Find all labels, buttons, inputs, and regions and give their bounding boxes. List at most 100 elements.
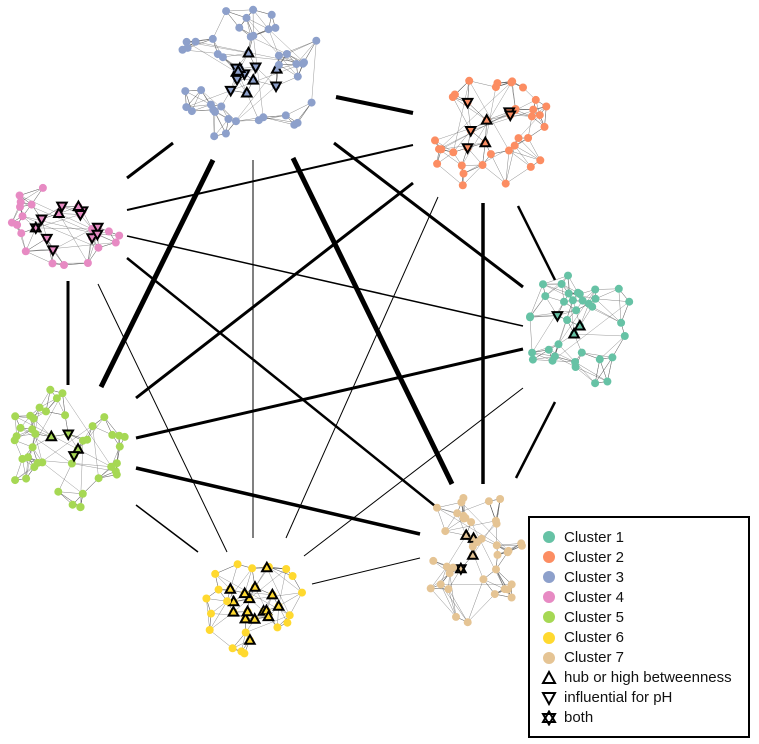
node — [453, 509, 462, 518]
node — [479, 575, 488, 584]
intra-edge — [453, 130, 471, 153]
intra-edge — [235, 85, 277, 122]
influential-marker — [67, 451, 81, 463]
intra-edge — [529, 295, 546, 317]
node — [526, 312, 535, 321]
intra-edge — [558, 289, 596, 345]
node — [298, 588, 306, 597]
influential-marker — [461, 97, 475, 110]
influential-marker — [85, 233, 99, 245]
legend-item-cluster-4-label: Cluster 4 — [564, 588, 625, 606]
intra-edge — [531, 301, 565, 353]
node — [426, 584, 435, 593]
hub-marker — [260, 560, 274, 573]
node — [557, 280, 566, 288]
node — [517, 541, 526, 550]
intra-edge — [595, 298, 622, 323]
intra-edge — [518, 114, 540, 139]
node — [60, 261, 68, 269]
hub-marker — [71, 199, 85, 212]
node — [292, 60, 301, 68]
node — [468, 542, 477, 551]
intra-edge — [226, 568, 253, 602]
node — [307, 98, 316, 107]
intra-edge — [115, 446, 121, 472]
intra-edge — [278, 568, 287, 607]
node — [431, 136, 439, 145]
intra-edge — [574, 333, 625, 337]
node — [507, 593, 516, 602]
node — [577, 348, 586, 357]
intra-edge — [186, 63, 303, 108]
legend-item-cluster-4: Cluster 4 — [540, 587, 748, 607]
intra-edge — [311, 40, 317, 103]
node — [54, 487, 63, 496]
cluster-nodes — [10, 385, 129, 512]
intra-edge — [527, 137, 541, 161]
node — [429, 556, 438, 565]
hub-marker — [478, 135, 492, 148]
node — [11, 412, 20, 421]
hub-marker — [248, 612, 262, 624]
node — [503, 548, 512, 557]
node — [15, 191, 24, 200]
intra-edge — [246, 17, 298, 77]
intra-edge — [508, 150, 531, 168]
cluster-6 — [202, 560, 306, 658]
intra-edge — [575, 366, 608, 382]
node — [542, 102, 551, 111]
intra-edge — [467, 593, 495, 623]
node — [564, 289, 573, 298]
inter-cluster-edge — [135, 347, 524, 440]
node — [560, 297, 568, 306]
node — [111, 238, 120, 247]
legend-item-cluster-1: Cluster 1 — [540, 527, 748, 547]
node — [478, 161, 487, 169]
intra-edge — [505, 166, 531, 184]
node — [48, 259, 57, 268]
intra-edge — [209, 601, 228, 631]
intra-edge — [607, 357, 613, 382]
intra-edge — [32, 393, 63, 448]
hub-marker — [459, 528, 473, 540]
intra-edge — [266, 567, 290, 616]
node — [529, 105, 538, 114]
intra-edge — [542, 275, 569, 285]
node — [519, 83, 527, 92]
intra-edge — [289, 592, 303, 616]
node — [293, 72, 302, 81]
influential-marker — [224, 85, 238, 98]
intra-edge — [462, 164, 483, 186]
intra-edge — [20, 427, 73, 464]
node — [38, 458, 47, 467]
node — [571, 358, 580, 366]
node — [563, 316, 572, 324]
node — [27, 200, 36, 209]
node — [536, 156, 545, 165]
influential-marker — [269, 81, 283, 94]
node — [29, 414, 38, 423]
node — [259, 113, 268, 122]
intra-edge — [505, 145, 515, 184]
inter-cluster-edge — [311, 557, 421, 585]
node — [527, 112, 536, 121]
node — [241, 628, 250, 637]
cluster-nodes — [202, 560, 306, 658]
intra-edge — [212, 10, 227, 40]
node — [459, 494, 468, 502]
intra-edge — [30, 415, 43, 463]
inter-cluster-edge — [290, 156, 455, 486]
intra-edge — [440, 584, 457, 618]
intra-edge — [558, 344, 576, 363]
node — [16, 423, 25, 432]
node — [18, 454, 27, 463]
cluster-1 — [526, 271, 634, 388]
node — [46, 385, 55, 394]
node — [7, 218, 16, 227]
intra-edge — [185, 90, 212, 105]
intra-edge — [52, 228, 93, 251]
hub-marker — [466, 548, 480, 560]
node — [248, 564, 257, 573]
legend-item-cluster-5-key — [540, 608, 558, 626]
